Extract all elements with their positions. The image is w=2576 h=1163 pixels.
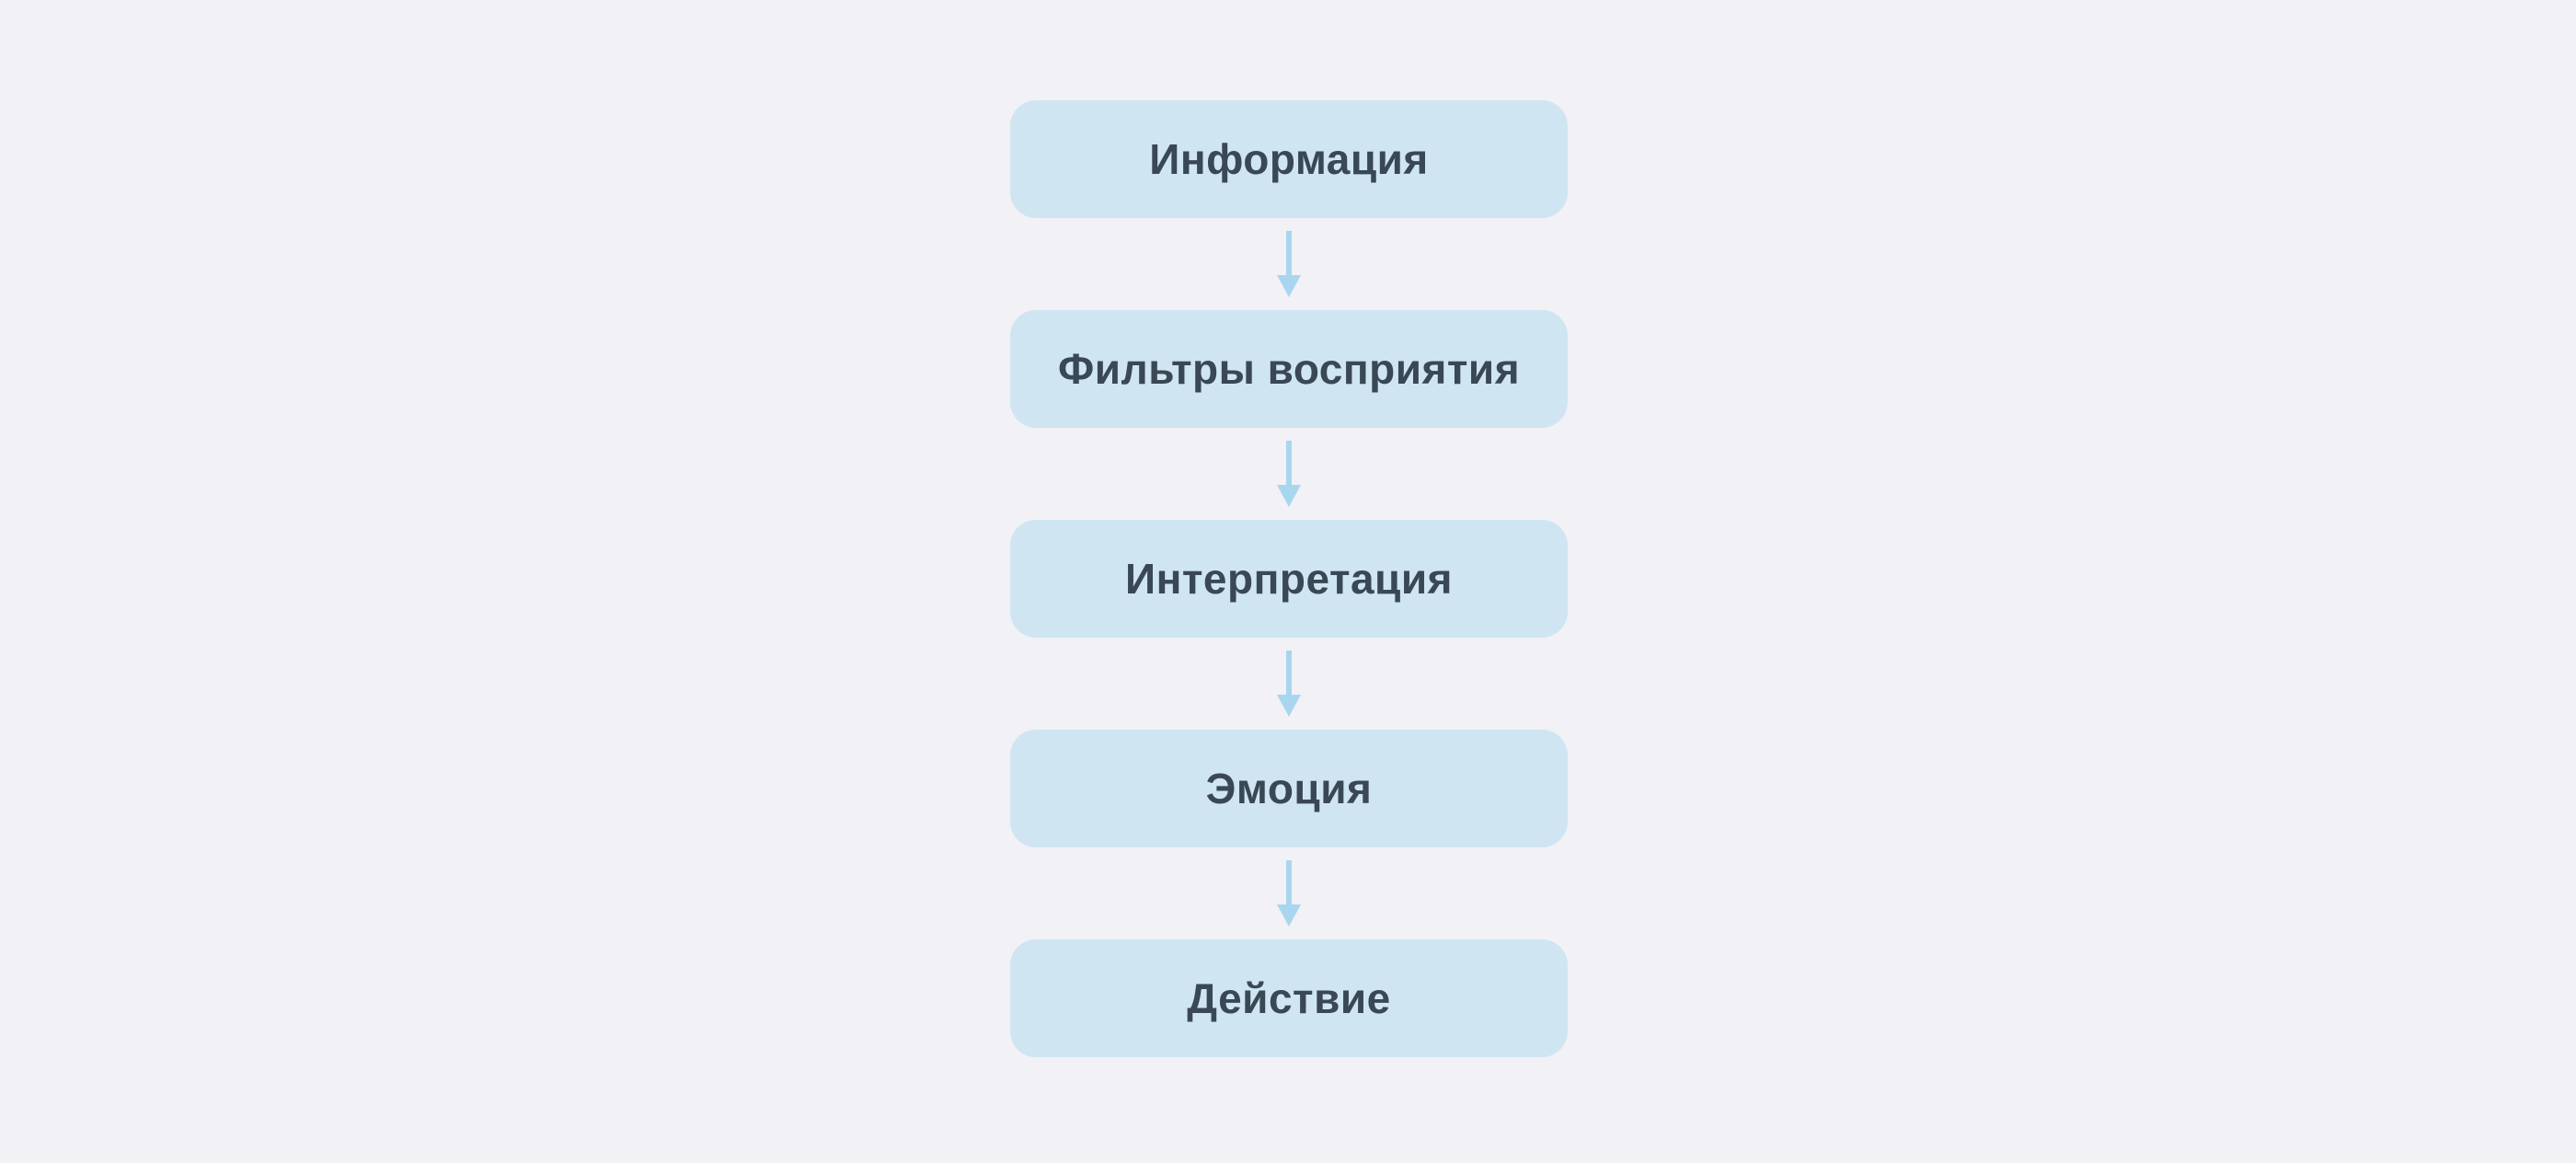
- arrow-down-icon: [1010, 428, 1568, 520]
- flow-step-label: Эмоция: [1205, 765, 1373, 812]
- flow-step-label: Фильтры восприятия: [1057, 345, 1521, 393]
- flow-step-label: Информация: [1149, 135, 1429, 183]
- arrow-down-icon: [1010, 847, 1568, 939]
- flow-step-emotion: Эмоция: [1010, 730, 1568, 847]
- flow-step-label: Интерпретация: [1125, 555, 1453, 603]
- flow-step-label: Действие: [1187, 974, 1391, 1022]
- flow-step-interpretation: Интерпретация: [1010, 520, 1568, 638]
- arrow-down-icon: [1010, 638, 1568, 730]
- flow-step-action: Действие: [1010, 939, 1568, 1057]
- flow-step-perception-filters: Фильтры восприятия: [1010, 310, 1568, 428]
- flow-step-information: Информация: [1010, 100, 1568, 218]
- arrow-down-icon: [1010, 218, 1568, 310]
- flowchart-column: Информация Фильтры восприятия Интерпрета…: [1010, 100, 1568, 1057]
